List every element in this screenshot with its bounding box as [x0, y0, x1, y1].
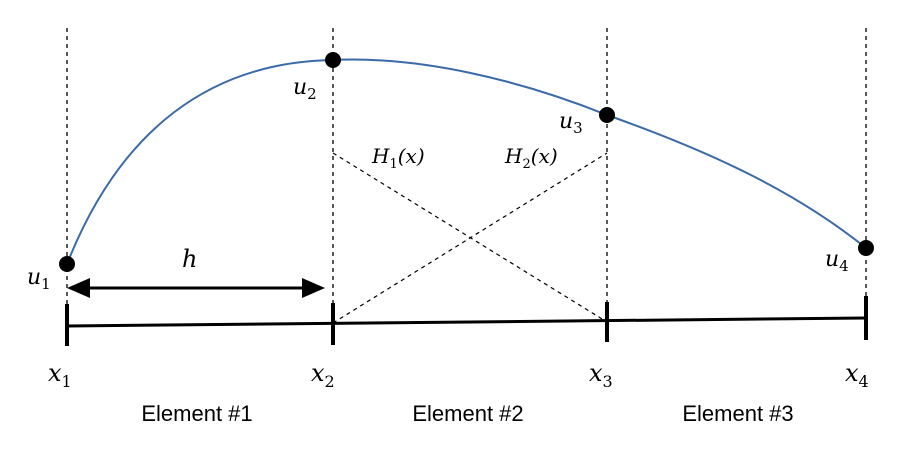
x-label-3: x3: [589, 359, 613, 391]
node-point-3: [599, 107, 615, 123]
u-label-3: u3: [559, 109, 583, 137]
u-label-1: u1: [27, 265, 51, 293]
basis-h2-line: [332, 152, 608, 324]
basis-h2-label: H2(x): [504, 144, 558, 172]
basis-function-lines: [332, 152, 608, 324]
node-ticks: [65, 296, 868, 346]
node-point-4: [858, 240, 874, 256]
u-label-4: u4: [825, 247, 849, 275]
node-point-2: [325, 52, 341, 68]
u-label-2: u2: [293, 75, 317, 103]
element-label-3: Element #3: [682, 401, 793, 426]
spacing-arrow-left-head: [67, 278, 90, 298]
spacing-arrow: [67, 278, 325, 298]
x-label-1: x1: [48, 359, 72, 391]
solution-curve: [66, 58, 867, 265]
x-label-2: x2: [311, 359, 335, 391]
element-axis-line: [66, 316, 867, 328]
element-label-1: Element #1: [141, 401, 252, 426]
basis-h1-label: H1(x): [371, 144, 425, 172]
node-points: [59, 52, 874, 272]
node-guide-lines: [66, 28, 867, 326]
spacing-label: h: [182, 245, 197, 273]
x-label-4: x4: [845, 359, 869, 391]
node-point-1: [59, 256, 75, 272]
spacing-arrow-right-head: [302, 278, 325, 298]
element-label-2: Element #2: [412, 401, 523, 426]
